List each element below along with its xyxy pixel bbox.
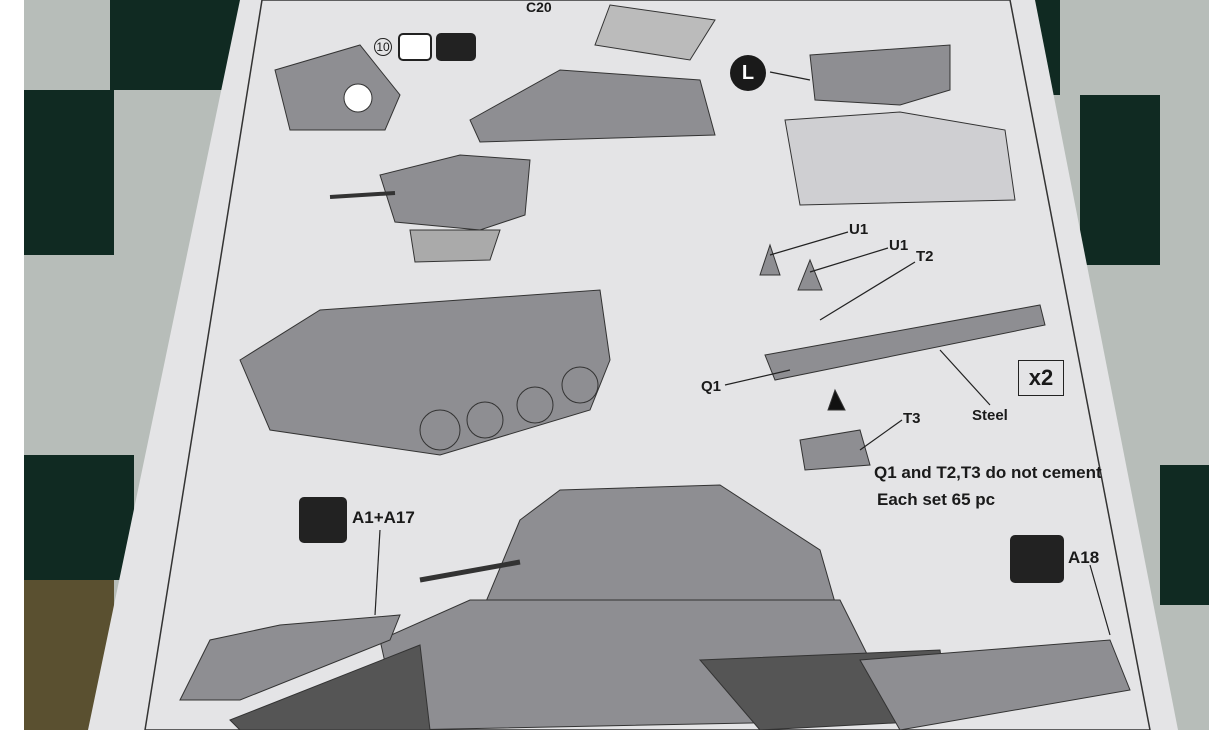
part-label-a1-a17: A1+A17: [352, 508, 415, 527]
part-label-q1: Q1: [701, 378, 722, 395]
part-label-u1: U1: [889, 237, 909, 254]
track-links-illustration: [759, 243, 1046, 471]
turret-illustration: [329, 154, 531, 263]
part-label-a18: A18: [1068, 548, 1100, 567]
part-label-u1: U1: [849, 221, 869, 238]
part-label-c20: C20: [526, 0, 552, 15]
sheet-border: [144, 0, 1151, 730]
quantity-x2: x2: [1018, 360, 1064, 396]
hull-illustration: [239, 289, 611, 456]
assembled-tank-illustration: [179, 484, 1131, 730]
step-number: 10: [374, 38, 392, 56]
part-label-t3: T3: [903, 410, 921, 427]
leader-lines: [374, 71, 1111, 636]
hull-top-illustration: [469, 4, 716, 143]
assembly-arrows-icon: [1010, 535, 1064, 583]
material-label-steel: Steel: [972, 407, 1008, 424]
note-no-cement: Q1 and T2,T3 do not cement: [874, 463, 1102, 482]
paint-icon: [398, 33, 432, 61]
part-label-t2: T2: [916, 248, 934, 265]
assembly-arrows-icon: [299, 497, 347, 543]
turret-hatch-illustration: [274, 44, 401, 131]
note-set-count: Each set 65 pc: [877, 490, 996, 509]
seat-illustration: [784, 44, 1016, 206]
assembly-arrows-icon: [436, 33, 476, 61]
marker-l: L: [730, 55, 766, 91]
